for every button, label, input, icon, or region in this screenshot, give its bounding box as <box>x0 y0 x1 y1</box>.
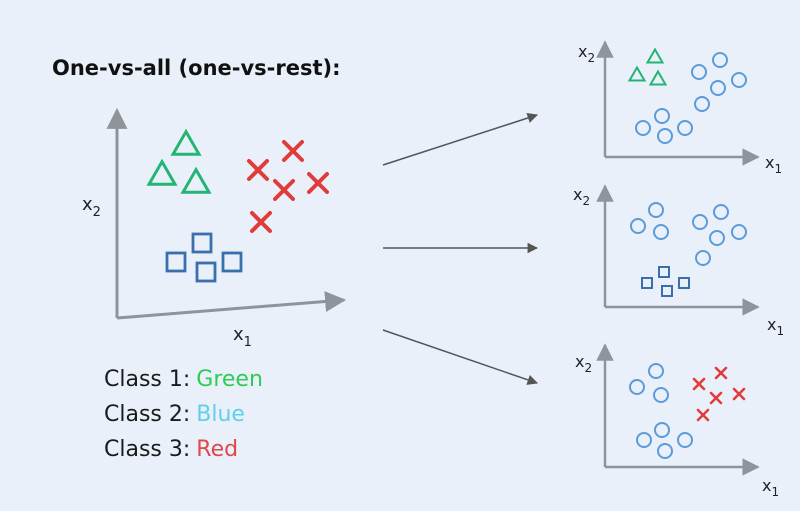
cross-stroke <box>714 366 728 380</box>
legend-row-class-2: Class 2:Blue <box>104 397 263 432</box>
sub1-x-label: x1 <box>765 153 782 176</box>
circle-marker <box>694 96 710 112</box>
legend-row-class-1: Class 1:Green <box>104 362 263 397</box>
sub2-points <box>630 202 747 297</box>
circle-marker <box>653 224 669 240</box>
legend-value-green: Green <box>196 367 263 392</box>
cross-stroke <box>696 408 710 422</box>
arrow-to-plot-1 <box>382 112 538 166</box>
circle-marker <box>692 214 708 230</box>
cross-marker <box>307 172 329 194</box>
cross-stroke <box>692 377 706 391</box>
legend-value-red: Red <box>196 437 239 462</box>
main-x-axis <box>116 291 347 320</box>
circle-marker <box>657 443 673 459</box>
main-y-label: x2 <box>82 194 101 220</box>
square-marker <box>658 266 670 278</box>
main-plot: x2 x1 <box>82 107 347 350</box>
cross-stroke <box>282 140 304 162</box>
legend-label-class-3: Class 3: <box>104 437 191 462</box>
legend-label-class-2: Class 2: <box>104 402 191 427</box>
diagram-title: One-vs-all (one-vs-rest): <box>52 56 341 80</box>
circle-marker <box>630 218 646 234</box>
arrow-to-plot-3 <box>382 329 538 385</box>
sub3-points <box>629 363 746 459</box>
triangle-marker <box>645 47 665 64</box>
sub3-x-label: x1 <box>762 476 779 499</box>
triangle-marker <box>180 166 212 194</box>
circle-marker <box>691 64 707 80</box>
subplot-red-vs-rest: x2 x1 <box>575 343 779 499</box>
circle-marker <box>635 120 651 136</box>
cross-stroke <box>732 387 746 401</box>
cross-stroke <box>247 159 269 181</box>
sub2-x-label: x1 <box>767 315 784 338</box>
cross-marker <box>273 179 295 201</box>
circle-marker <box>731 224 747 240</box>
sub2-y-label: x2 <box>573 185 590 208</box>
triangle-marker <box>146 158 178 186</box>
square-marker <box>165 251 187 273</box>
class-legend: Class 1:Green Class 2:Blue Class 3:Red <box>104 362 263 467</box>
sub1-points <box>627 47 747 144</box>
cross-marker <box>282 140 304 162</box>
main-x-label: x1 <box>233 324 252 350</box>
cross-marker <box>250 211 272 233</box>
main-points <box>146 128 329 283</box>
cross-stroke <box>273 179 295 201</box>
square-marker <box>661 285 673 297</box>
square-marker <box>221 251 243 273</box>
circle-marker <box>731 72 747 88</box>
circle-marker <box>629 379 645 395</box>
circle-marker <box>654 108 670 124</box>
sub3-y-label: x2 <box>575 352 592 375</box>
cross-marker <box>247 159 269 181</box>
circle-marker <box>695 250 711 266</box>
legend-value-blue: Blue <box>196 402 245 427</box>
square-marker <box>191 232 213 254</box>
circle-marker <box>648 363 664 379</box>
legend-label-class-1: Class 1: <box>104 367 191 392</box>
cross-marker <box>696 408 710 422</box>
circle-marker <box>677 120 693 136</box>
square-marker <box>641 277 653 289</box>
cross-marker <box>692 377 706 391</box>
square-marker <box>678 277 690 289</box>
subplot-green-vs-rest: x2 x1 <box>578 40 782 176</box>
cross-stroke <box>250 211 272 233</box>
circle-marker <box>653 387 669 403</box>
cross-marker <box>709 391 723 405</box>
circle-marker <box>636 432 652 448</box>
triangle-marker <box>170 128 202 156</box>
circle-marker <box>713 204 729 220</box>
cross-stroke <box>307 172 329 194</box>
cross-stroke <box>709 391 723 405</box>
circle-marker <box>657 128 673 144</box>
circle-marker <box>654 422 670 438</box>
legend-row-class-3: Class 3:Red <box>104 432 263 467</box>
circle-marker <box>677 432 693 448</box>
arrows <box>382 112 539 385</box>
circle-marker <box>710 80 726 96</box>
triangle-marker <box>627 65 647 82</box>
cross-marker <box>732 387 746 401</box>
circle-marker <box>709 230 725 246</box>
subplot-blue-vs-rest: x2 x1 <box>573 184 784 338</box>
cross-marker <box>714 366 728 380</box>
square-marker <box>195 261 217 283</box>
circle-marker <box>648 202 664 218</box>
circle-marker <box>712 52 728 68</box>
triangle-marker <box>648 69 668 86</box>
sub1-y-label: x2 <box>578 42 595 65</box>
